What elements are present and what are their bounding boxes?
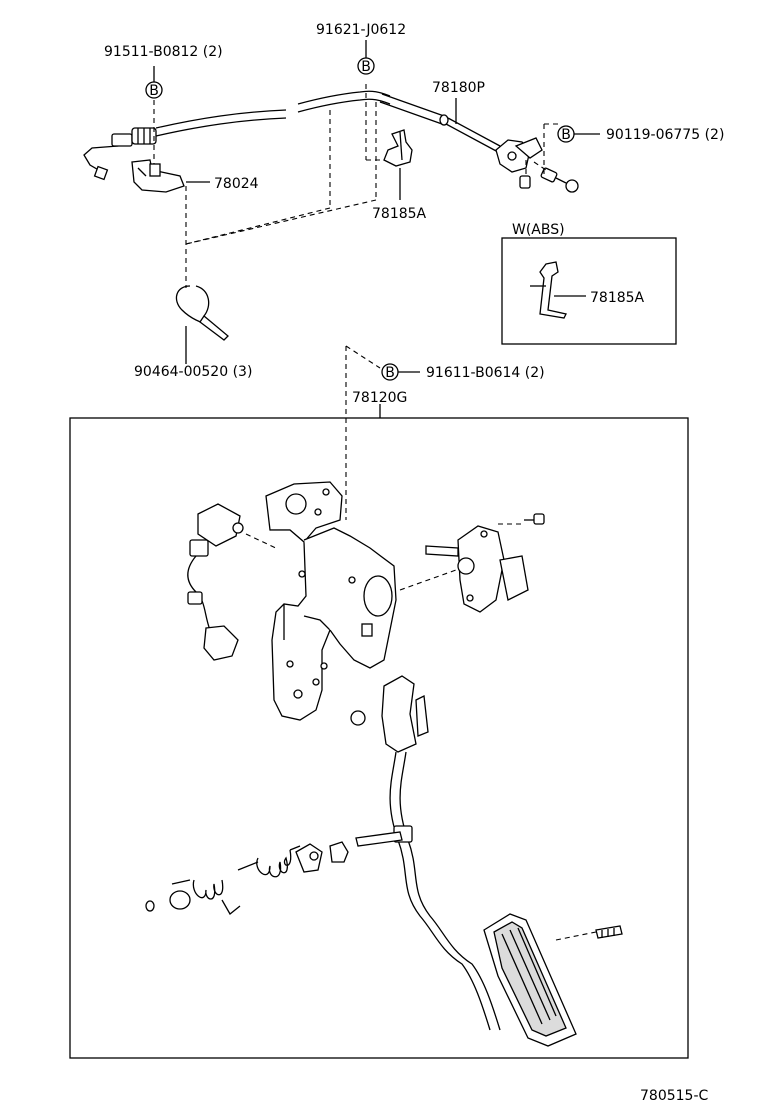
pedal-arm bbox=[350, 675, 501, 1031]
dashed-guide-lines bbox=[185, 102, 597, 941]
label-bracket-left: 78024 bbox=[214, 176, 259, 192]
diagram-code: 780515-C bbox=[640, 1088, 708, 1104]
leader-lines bbox=[153, 40, 600, 418]
label-bolt-top-center: 91621-J0612 bbox=[316, 22, 406, 38]
marker-letter: B bbox=[149, 83, 159, 99]
abs-box: W(ABS) 78185A bbox=[501, 222, 677, 345]
label-tie: 90464-00520 (3) bbox=[134, 364, 252, 380]
cable-tie bbox=[175, 285, 229, 364]
cable-bracket bbox=[131, 100, 185, 193]
return-springs bbox=[145, 841, 349, 915]
pedal-pad bbox=[483, 913, 623, 1047]
label-abs-clamp: 78185A bbox=[590, 290, 645, 306]
pedal-position-sensor bbox=[425, 513, 545, 613]
abs-box-title: W(ABS) bbox=[512, 222, 565, 238]
label-bolt-top-left: 91511-B0812 (2) bbox=[104, 44, 223, 60]
marker-b-pedal: B bbox=[381, 363, 399, 381]
accelerator-cable bbox=[83, 90, 579, 193]
marker-b-top-center: B bbox=[357, 57, 375, 75]
label-bolt-right: 90119-06775 (2) bbox=[606, 127, 724, 143]
label-bolt-pedal: 91611-B0614 (2) bbox=[426, 365, 545, 381]
cable-clamp bbox=[365, 84, 413, 167]
label-clamp-center: 78185A bbox=[372, 206, 427, 222]
marker-letter: B bbox=[561, 127, 571, 143]
label-cable: 78180P bbox=[432, 80, 485, 96]
marker-b-top-left: B bbox=[145, 81, 163, 99]
marker-b-right: B bbox=[557, 125, 575, 143]
pedal-bracket bbox=[265, 481, 397, 721]
harness-connector bbox=[187, 503, 244, 661]
marker-letter: B bbox=[385, 365, 395, 381]
pedal-assembly-box bbox=[69, 417, 689, 1059]
label-pedal-assy: 78120G bbox=[352, 390, 407, 406]
marker-letter: B bbox=[361, 59, 371, 75]
